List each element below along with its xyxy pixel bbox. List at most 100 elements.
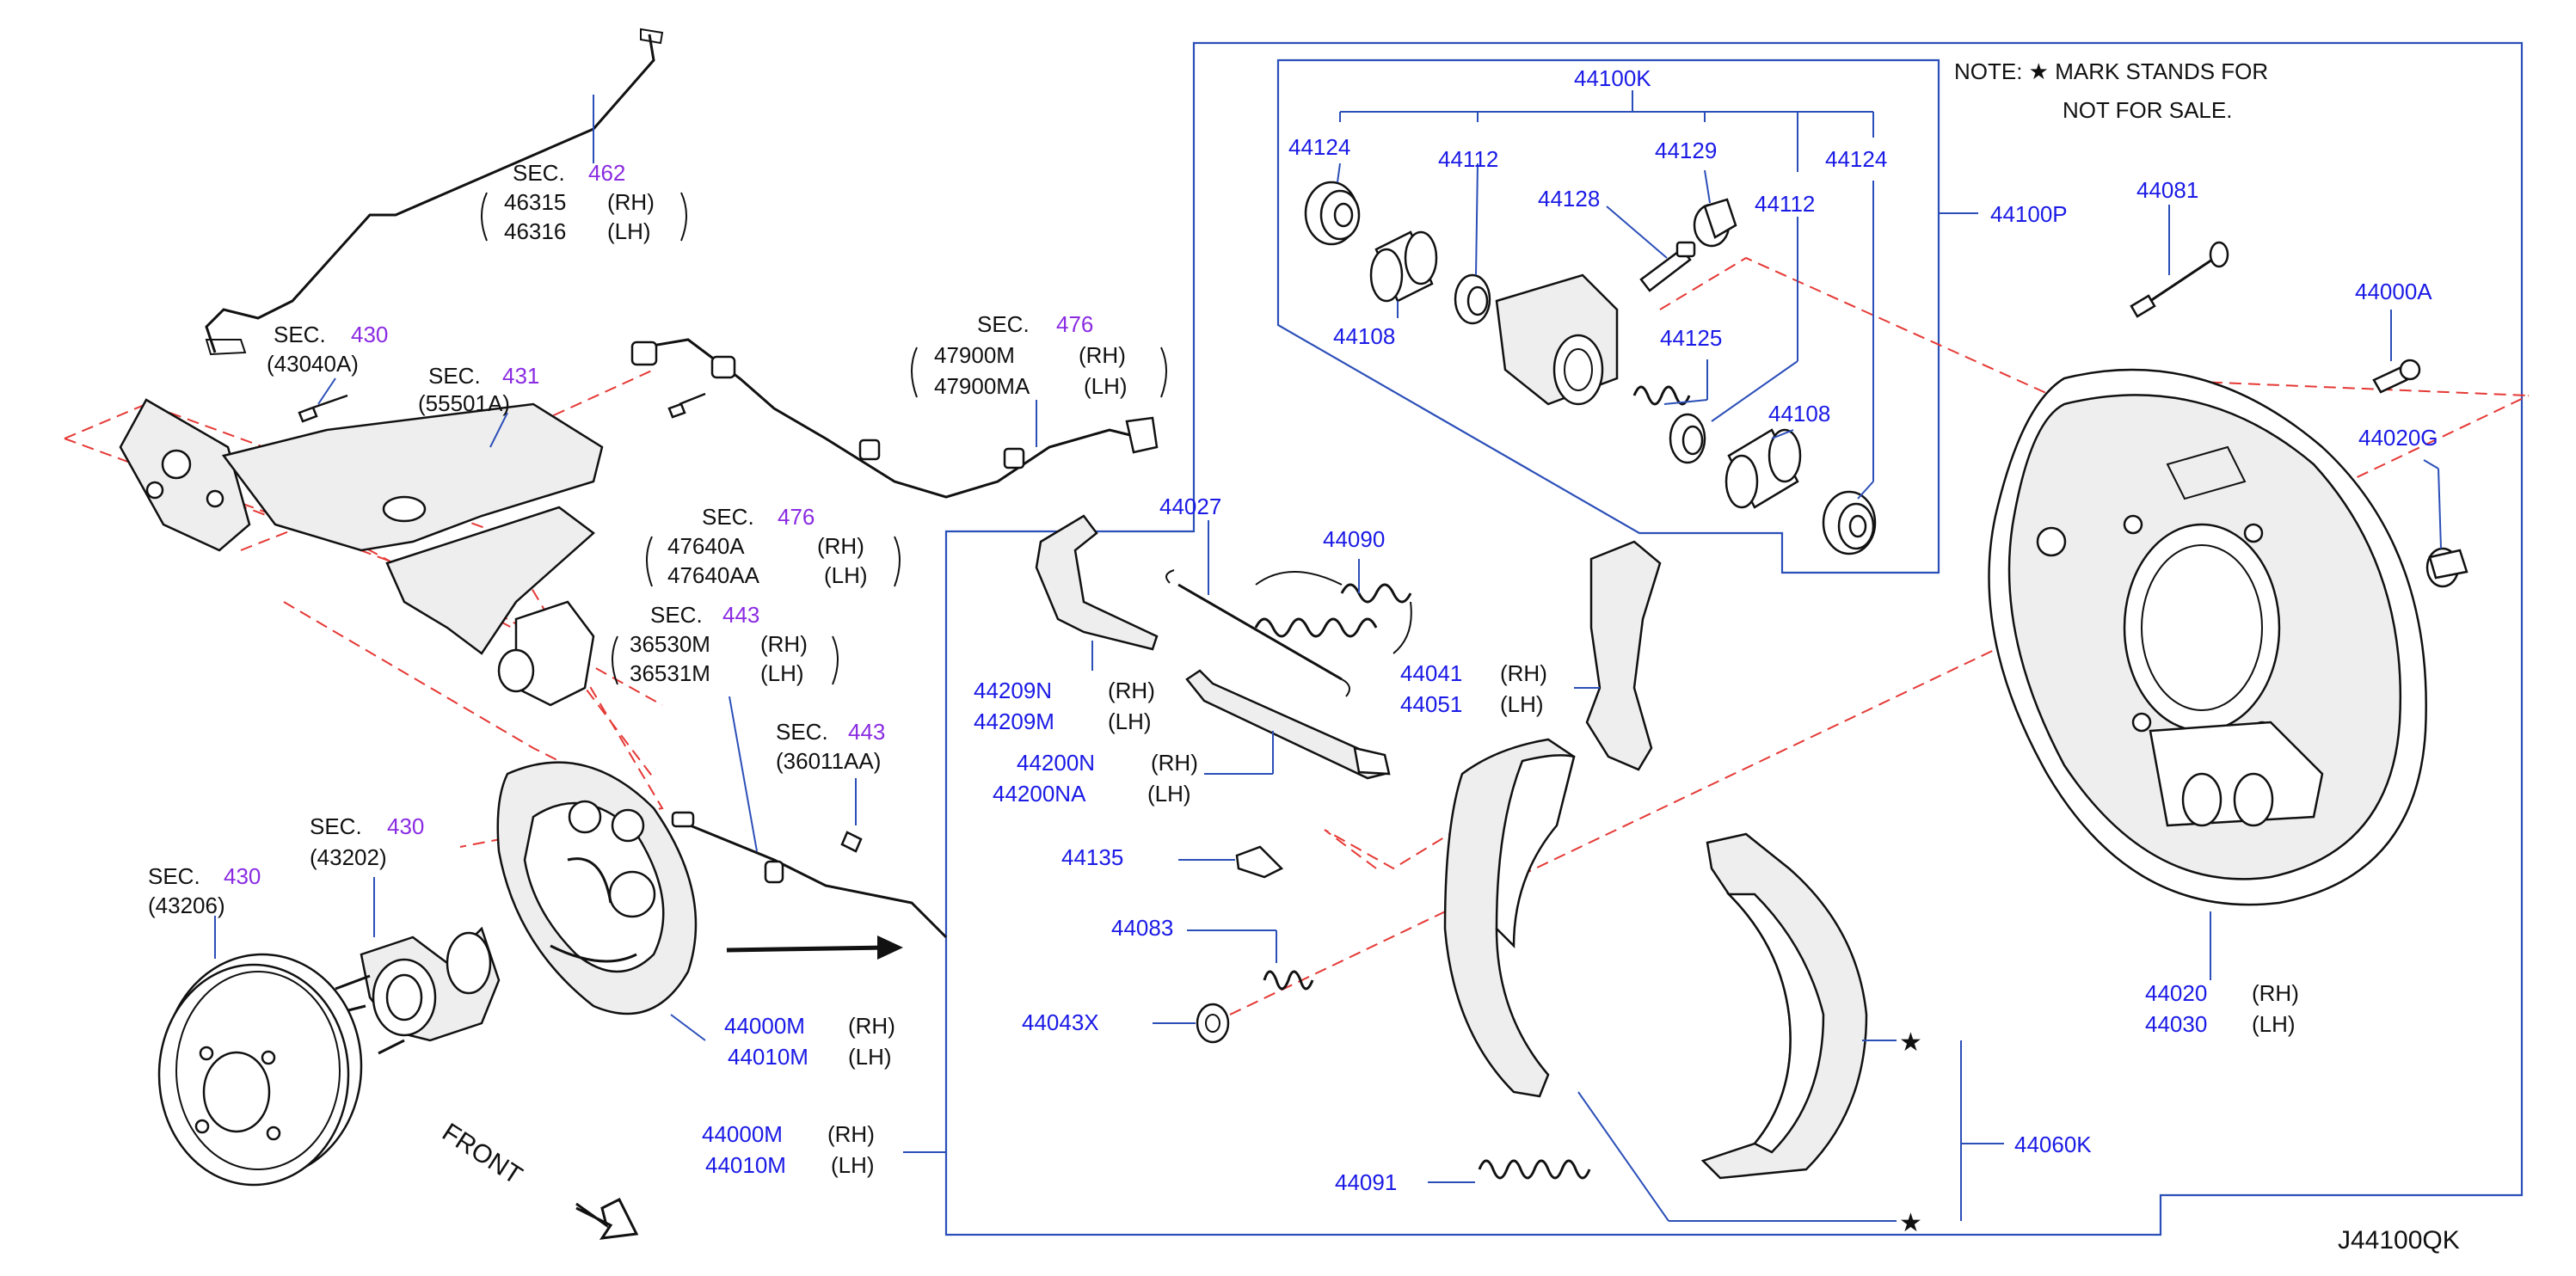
part-44108-left: 44108 bbox=[1333, 323, 1395, 349]
part-44083: 44083 bbox=[1111, 915, 1173, 941]
diagram-code: J44100QK bbox=[2338, 1226, 2460, 1255]
sec-462-lh-side: (LH) bbox=[607, 218, 651, 244]
part-44209N-side: (RH) bbox=[1108, 678, 1155, 703]
front-label: FRONT bbox=[437, 1118, 527, 1190]
sec-430c-number: 430 bbox=[224, 863, 261, 889]
sec-476b-rh: 47640A bbox=[667, 533, 745, 559]
sec-443b-number: 443 bbox=[848, 719, 885, 745]
part-44060K: 44060K bbox=[2014, 1132, 2092, 1157]
part-44135: 44135 bbox=[1061, 844, 1123, 870]
part-44010M-asm-side: (LH) bbox=[848, 1044, 892, 1070]
part-44100P: 44100P bbox=[1990, 201, 2068, 227]
sec-443a-rh-side: (RH) bbox=[760, 631, 808, 657]
part-44112-left: 44112 bbox=[1438, 146, 1498, 172]
part-44200NA: 44200NA bbox=[993, 781, 1086, 807]
sec-476a-lh: 47900MA bbox=[934, 373, 1030, 399]
sec-443a-lh: 36531M bbox=[630, 660, 710, 686]
sec-430a-code: (43040A) bbox=[267, 351, 359, 377]
sec-462-rh: 46315 bbox=[504, 189, 566, 215]
sec-476b-lh: 47640AA bbox=[667, 562, 760, 588]
brake-assembly-left bbox=[496, 761, 706, 1041]
sec-443a-number: 443 bbox=[722, 602, 759, 628]
part-44125: 44125 bbox=[1660, 325, 1722, 351]
sec-462-lh: 46316 bbox=[504, 218, 566, 244]
assembly-frame bbox=[944, 41, 2524, 1236]
sec-430b-prefix: SEC. bbox=[310, 813, 362, 839]
sec-431-prefix: SEC. bbox=[428, 363, 481, 389]
backing-plate bbox=[1988, 368, 2427, 980]
bolt-44081 bbox=[2130, 205, 2229, 318]
brake-shoes bbox=[1443, 738, 2004, 1222]
sec-430b-code: (43202) bbox=[310, 844, 387, 870]
brake-tube bbox=[205, 28, 664, 356]
part-44010M: 44010M bbox=[705, 1152, 786, 1178]
sec-431-code: (55501A) bbox=[418, 390, 510, 416]
part-44030: 44030 bbox=[2145, 1011, 2207, 1037]
sec-476b-lh-side: (LH) bbox=[824, 562, 868, 588]
part-44209M: 44209M bbox=[974, 709, 1054, 734]
part-44128: 44128 bbox=[1538, 186, 1600, 212]
part-44020-side: (RH) bbox=[2252, 980, 2299, 1006]
sec-443a-prefix: SEC. bbox=[650, 602, 703, 628]
rear-axle-beam bbox=[119, 377, 706, 707]
sec-476b-number: 476 bbox=[778, 504, 815, 530]
part-44000M-asm-side: (RH) bbox=[848, 1013, 895, 1039]
part-44200NA-side: (LH) bbox=[1147, 781, 1191, 807]
part-44041-side: (RH) bbox=[1500, 660, 1547, 686]
part-44027: 44027 bbox=[1159, 494, 1221, 519]
part-44129: 44129 bbox=[1655, 138, 1717, 163]
sec-430a-number: 430 bbox=[351, 322, 388, 347]
part-44091: 44091 bbox=[1335, 1169, 1397, 1195]
part-44124-right: 44124 bbox=[1825, 146, 1887, 172]
sec-476a-rh: 47900M bbox=[934, 342, 1015, 368]
wheel-cylinder-components bbox=[1304, 181, 1877, 555]
star-mark-upper: ★ bbox=[1899, 1028, 1922, 1057]
sec-476a-rh-side: (RH) bbox=[1079, 342, 1126, 368]
part-44112-right: 44112 bbox=[1755, 191, 1815, 217]
brake-drum bbox=[157, 916, 363, 1187]
abs-sensor bbox=[630, 338, 1159, 499]
sec-430b-number: 430 bbox=[387, 813, 424, 839]
part-44000A: 44000A bbox=[2355, 279, 2432, 304]
sec-476a-prefix: SEC. bbox=[977, 311, 1030, 337]
sec-430a-prefix: SEC. bbox=[274, 322, 326, 347]
part-44043X: 44043X bbox=[1022, 1009, 1099, 1035]
part-44000M: 44000M bbox=[702, 1121, 783, 1147]
wheel-cylinder-kit-frame bbox=[1276, 58, 1940, 574]
shoe-hardware bbox=[1035, 514, 1662, 1044]
plug-44020G bbox=[2423, 459, 2468, 588]
sec-443a-rh: 36530M bbox=[630, 631, 710, 657]
parking-brake-cable bbox=[671, 696, 948, 939]
part-44000M-asm: 44000M bbox=[724, 1013, 805, 1039]
part-44081: 44081 bbox=[2136, 177, 2198, 203]
part-44124-left: 44124 bbox=[1288, 134, 1350, 160]
sec-462-prefix: SEC. bbox=[513, 160, 565, 186]
sec-443b-code: (36011AA) bbox=[776, 748, 881, 774]
part-44051-side: (LH) bbox=[1500, 691, 1544, 717]
part-44051: 44051 bbox=[1400, 691, 1462, 717]
sec-476a-number: 476 bbox=[1056, 311, 1093, 337]
part-44209M-side: (LH) bbox=[1108, 709, 1152, 734]
part-44108-right: 44108 bbox=[1768, 401, 1830, 426]
note-line-2: NOT FOR SALE. bbox=[2063, 97, 2232, 123]
note-line-1: NOTE: ★ MARK STANDS FOR bbox=[1954, 58, 2268, 84]
part-44000M-side: (RH) bbox=[827, 1121, 875, 1147]
sec-431-number: 431 bbox=[502, 363, 539, 389]
hub-bearing bbox=[330, 877, 501, 1055]
part-44209N: 44209N bbox=[974, 678, 1052, 703]
part-44030-side: (LH) bbox=[2252, 1011, 2296, 1037]
star-mark-lower: ★ bbox=[1899, 1209, 1922, 1237]
part-44200N: 44200N bbox=[1017, 750, 1095, 776]
sec-476a-lh-side: (LH) bbox=[1084, 373, 1128, 399]
part-44010M-side: (LH) bbox=[831, 1152, 875, 1178]
part-44200N-side: (RH) bbox=[1151, 750, 1198, 776]
sec-476b-rh-side: (RH) bbox=[817, 533, 864, 559]
sec-462-rh-side: (RH) bbox=[607, 189, 655, 215]
sec-443a-lh-side: (LH) bbox=[760, 660, 804, 686]
sec-476b-prefix: SEC. bbox=[702, 504, 754, 530]
sec-430c-prefix: SEC. bbox=[148, 863, 200, 889]
part-44041: 44041 bbox=[1400, 660, 1462, 686]
kit-leaders bbox=[1337, 90, 1978, 500]
bolt-44000A bbox=[2372, 310, 2421, 394]
